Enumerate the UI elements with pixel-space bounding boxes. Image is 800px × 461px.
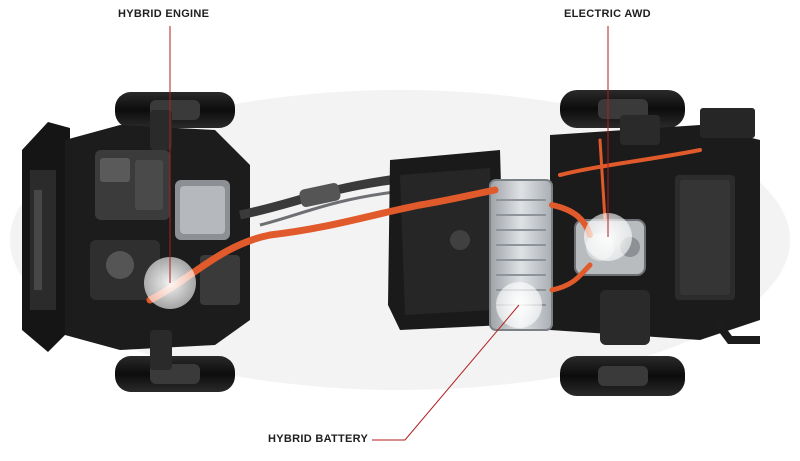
fuel-tank bbox=[388, 150, 505, 330]
electric-awd-label: ELECTRIC AWD bbox=[564, 8, 651, 20]
rear-right-tire bbox=[560, 356, 685, 396]
exhaust-pipe bbox=[239, 175, 403, 227]
front-left-tire bbox=[115, 92, 235, 128]
front-right-tire bbox=[115, 356, 235, 392]
hybrid-engine-label: HYBRID ENGINE bbox=[118, 8, 210, 20]
battery-callout-line bbox=[372, 304, 520, 441]
engine-block bbox=[65, 110, 250, 370]
front-bumper bbox=[22, 122, 70, 352]
hybrid-battery-label: HYBRID BATTERY bbox=[268, 433, 369, 445]
